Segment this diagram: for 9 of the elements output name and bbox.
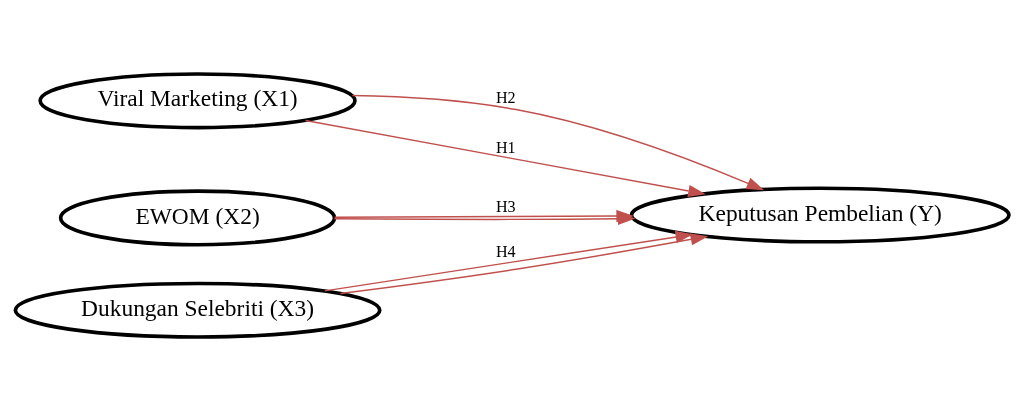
node-ellipse: EWOM (X2) xyxy=(58,188,337,247)
node-ellipse: Viral Marketing (X1) xyxy=(38,71,357,129)
edge-label: H4 xyxy=(495,242,516,260)
arrow xyxy=(351,94,765,190)
edge-label: H1 xyxy=(495,138,516,156)
arrow xyxy=(304,119,706,197)
edge-label: H2 xyxy=(495,88,516,106)
node-ellipse: Dukungan Selebriti (X3) xyxy=(13,281,382,339)
edge-label: H3 xyxy=(495,197,516,215)
